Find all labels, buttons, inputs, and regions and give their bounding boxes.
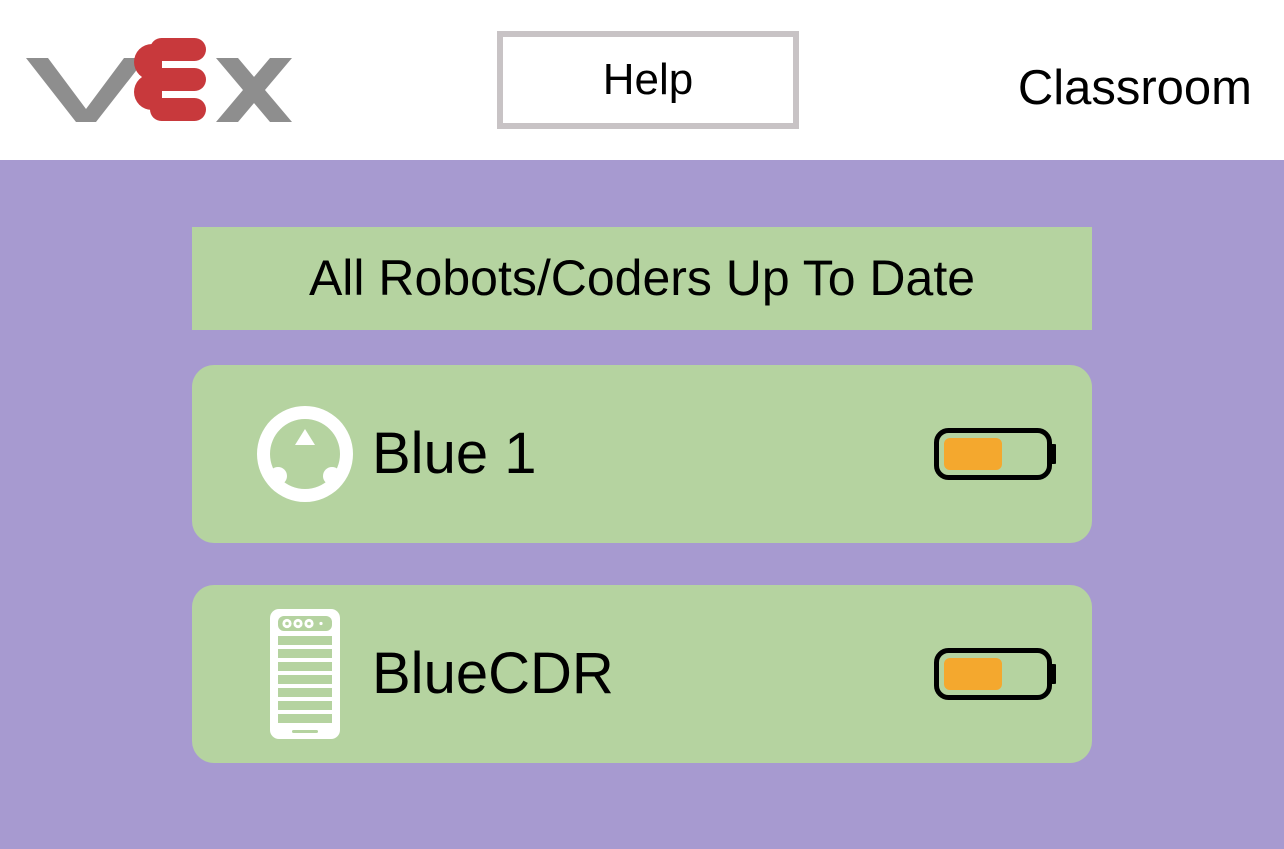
device-name: BlueCDR [372, 641, 614, 706]
device-row[interactable]: Blue 1 [192, 365, 1092, 543]
battery-icon [928, 585, 1056, 763]
app-header: Help Classroom [0, 0, 1284, 160]
help-button[interactable]: Help [497, 31, 799, 129]
battery-icon [928, 365, 1056, 543]
main-content: All Robots/Coders Up To Date Blue 1 [0, 160, 1284, 849]
classroom-title: Classroom [1017, 61, 1252, 115]
robot-brain-icon [250, 365, 360, 543]
status-banner: All Robots/Coders Up To Date [192, 227, 1092, 330]
controller-icon [250, 585, 360, 763]
vex-logo [26, 38, 292, 122]
device-name: Blue 1 [372, 421, 537, 486]
device-row[interactable]: BlueCDR [192, 585, 1092, 763]
